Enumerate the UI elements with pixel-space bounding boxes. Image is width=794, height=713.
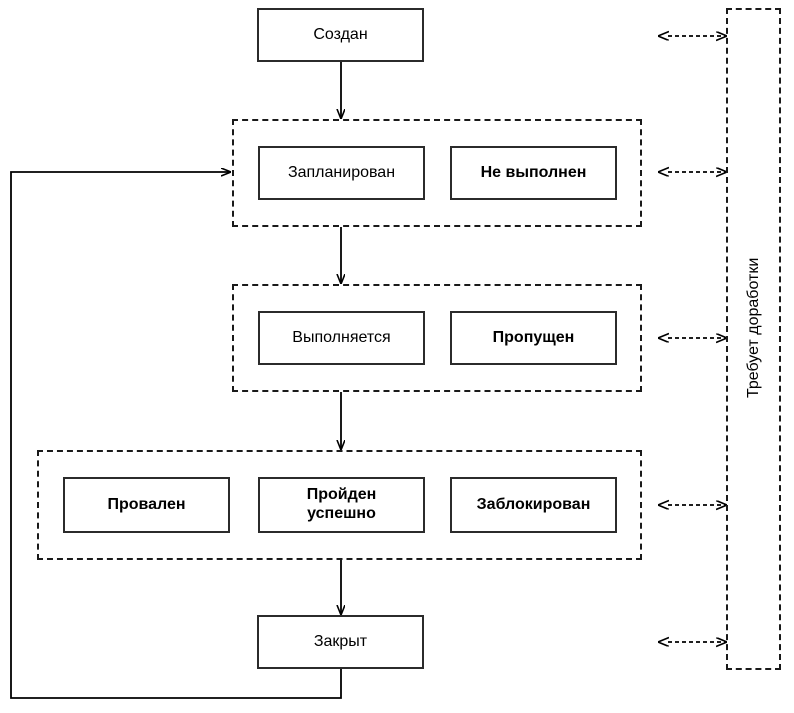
state-node-created[interactable]: Создан bbox=[257, 8, 424, 62]
state-node-closed[interactable]: Закрыт bbox=[257, 615, 424, 669]
state-node-running[interactable]: Выполняется bbox=[258, 311, 425, 365]
state-node-planned[interactable]: Запланирован bbox=[258, 146, 425, 200]
rework-panel[interactable]: Требует доработки bbox=[726, 8, 781, 670]
group-running-states bbox=[232, 284, 642, 392]
state-node-failed[interactable]: Провален bbox=[63, 477, 230, 533]
state-node-blocked[interactable]: Заблокирован bbox=[450, 477, 617, 533]
group-result-states bbox=[37, 450, 642, 560]
state-node-skipped[interactable]: Пропущен bbox=[450, 311, 617, 365]
state-node-passed[interactable]: Пройден успешно bbox=[258, 477, 425, 533]
rework-panel-label: Требует доработки bbox=[744, 257, 762, 398]
group-planned-states bbox=[232, 119, 642, 227]
state-node-not-done[interactable]: Не выполнен bbox=[450, 146, 617, 200]
